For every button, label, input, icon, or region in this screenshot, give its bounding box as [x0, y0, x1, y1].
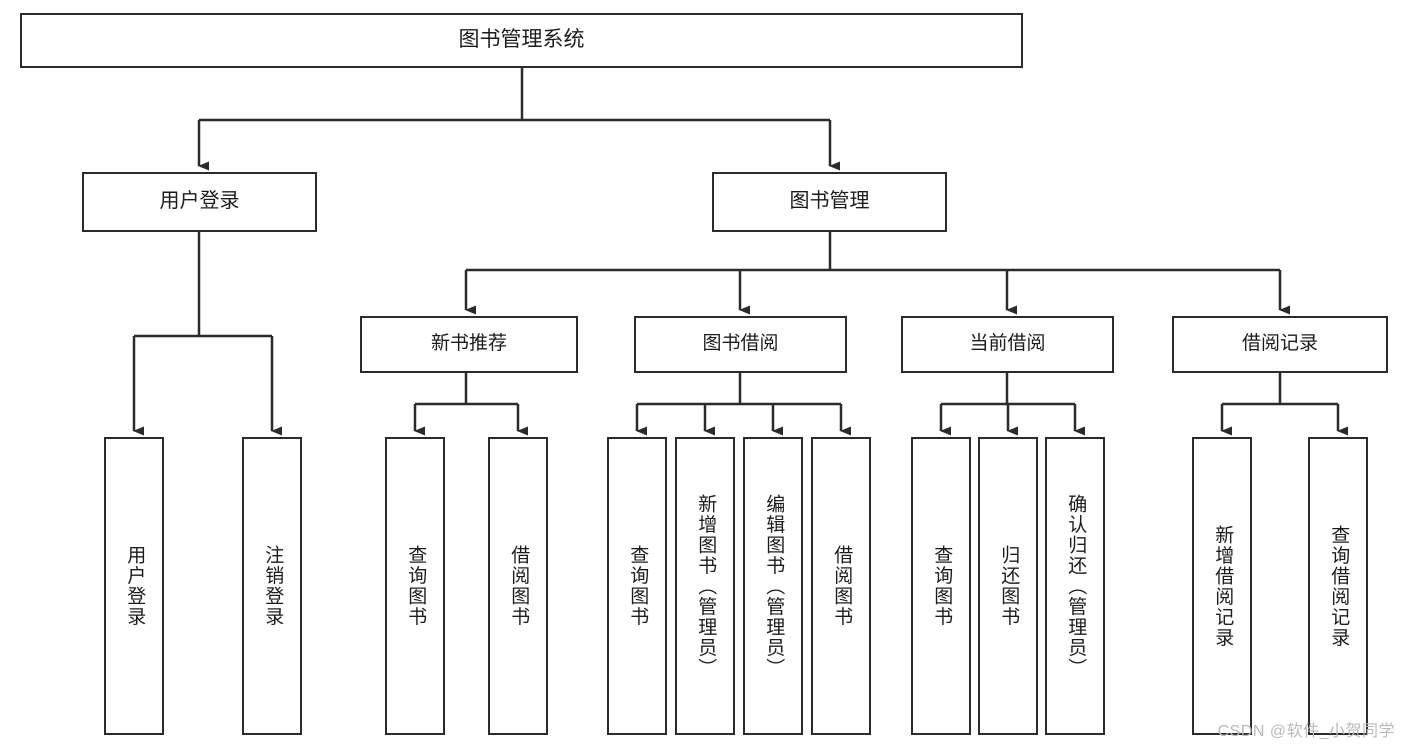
node-label: 借阅图书	[508, 545, 530, 627]
node-book-borrow[interactable]: 图书借阅	[634, 316, 847, 373]
leaf-br-query-record[interactable]: 查询借阅记录	[1308, 437, 1368, 735]
node-label: 借阅记录	[1241, 333, 1318, 355]
node-book-management[interactable]: 图书管理	[712, 172, 947, 232]
node-label: 查询借阅记录	[1328, 524, 1350, 648]
node-label: 确认归还（管理员）	[1065, 493, 1087, 679]
node-label: 查询图书	[931, 545, 953, 627]
leaf-cb-query-book[interactable]: 查询图书	[911, 437, 971, 735]
node-label: 查询图书	[405, 545, 427, 627]
node-label: 图书管理	[789, 190, 870, 213]
leaf-bb-add-book-admin[interactable]: 新增图书（管理员）	[675, 437, 735, 735]
node-borrow-record[interactable]: 借阅记录	[1172, 316, 1388, 373]
node-user-login[interactable]: 用户登录	[82, 172, 317, 232]
node-label: 查询图书	[627, 545, 649, 627]
node-label: 归还图书	[998, 545, 1020, 627]
node-label: 注销登录	[262, 545, 284, 627]
leaf-bb-edit-book-admin[interactable]: 编辑图书（管理员）	[743, 437, 803, 735]
csdn-watermark: CSDN @软件_小贺同学	[1217, 723, 1395, 740]
leaf-bb-query-book[interactable]: 查询图书	[607, 437, 667, 735]
leaf-br-add-record[interactable]: 新增借阅记录	[1192, 437, 1252, 735]
node-root-book-management-system[interactable]: 图书管理系统	[20, 13, 1023, 68]
node-label: 编辑图书（管理员）	[763, 493, 785, 679]
node-label: 用户登录	[124, 545, 146, 627]
leaf-cb-confirm-return-admin[interactable]: 确认归还（管理员）	[1045, 437, 1105, 735]
leaf-cb-return-book[interactable]: 归还图书	[978, 437, 1038, 735]
leaf-nb-query-book[interactable]: 查询图书	[385, 437, 445, 735]
node-label: 图书管理系统	[458, 28, 585, 52]
node-label: 借阅图书	[831, 545, 853, 627]
node-current-borrow[interactable]: 当前借阅	[901, 316, 1114, 373]
node-label: 新书推荐	[430, 333, 507, 355]
node-label: 图书借阅	[702, 333, 779, 355]
leaf-user-login[interactable]: 用户登录	[104, 437, 164, 735]
node-label: 新增借阅记录	[1212, 524, 1234, 648]
node-new-book-recommend[interactable]: 新书推荐	[360, 316, 578, 373]
node-label: 新增图书（管理员）	[695, 493, 717, 679]
leaf-nb-borrow-book[interactable]: 借阅图书	[488, 437, 548, 735]
node-label: 当前借阅	[969, 333, 1046, 355]
leaf-logout[interactable]: 注销登录	[242, 437, 302, 735]
leaf-bb-borrow-book[interactable]: 借阅图书	[811, 437, 871, 735]
node-label: 用户登录	[159, 190, 240, 213]
